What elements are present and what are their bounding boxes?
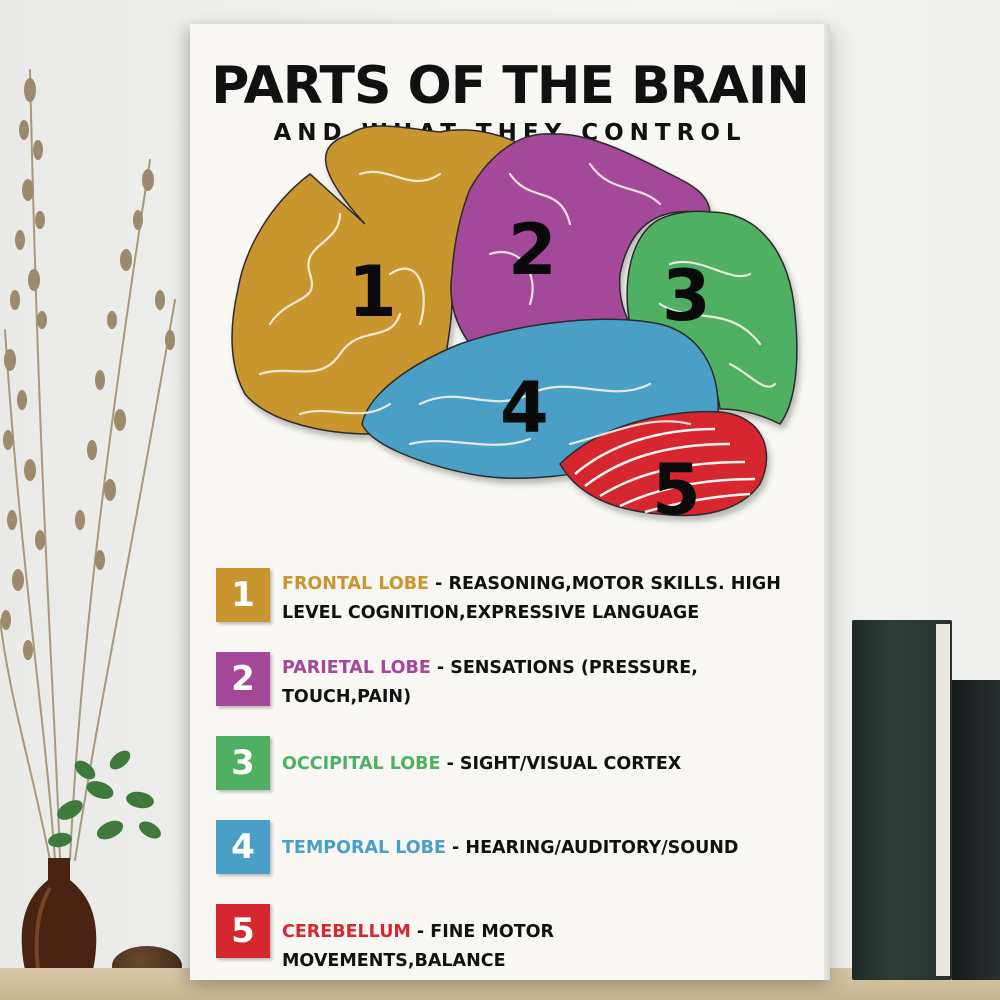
lobe-number-5: 5 — [652, 449, 701, 531]
legend-item-temporal: 4 TEMPORAL LOBE - HEARING/AUDITORY/SOUND — [216, 820, 782, 874]
book-pages — [936, 624, 950, 976]
dried-flowers-decoration — [0, 69, 176, 861]
legend-badge: 2 — [216, 652, 270, 706]
legend-lobe-name: PARIETAL LOBE — [282, 658, 431, 678]
book-dark — [952, 680, 1000, 980]
brain-diagram: 1 2 3 4 5 — [231, 125, 798, 531]
legend-lobe-name: CEREBELLUM — [282, 922, 411, 942]
lobe-number-4: 4 — [500, 367, 549, 449]
legend-lobe-name: FRONTAL LOBE — [282, 574, 430, 594]
books — [840, 620, 1000, 980]
lobe-parietal — [450, 133, 711, 345]
legend-lobe-name: TEMPORAL LOBE — [282, 838, 446, 858]
legend-lobe-description: - SENSATIONS (PRESSURE, TOUCH,PAIN) — [282, 658, 698, 707]
lobe-number-2: 2 — [508, 209, 557, 291]
legend-lobe-description: - FINE MOTOR MOVEMENTS,BALANCE — [282, 922, 555, 971]
legend-item-occipital: 3 OCCIPITAL LOBE - SIGHT/VISUAL CORTEX — [216, 736, 782, 790]
legend-item-frontal: 1 FRONTAL LOBE - REASONING,MOTOR SKILLS.… — [216, 568, 782, 628]
poster-title: PARTS OF THE BRAIN — [211, 56, 810, 116]
legend-lobe-description: - HEARING/AUDITORY/SOUND — [445, 838, 739, 858]
lobe-number-1: 1 — [348, 251, 397, 333]
poster-edge — [824, 24, 830, 980]
legend-lobe-description: - SIGHT/VISUAL CORTEX — [440, 754, 682, 774]
legend-badge: 4 — [216, 820, 270, 874]
legend-badge: 3 — [216, 736, 270, 790]
legend-lobe-description: - REASONING,MOTOR SKILLS. HIGH LEVEL COG… — [282, 574, 781, 623]
brown-vase — [21, 858, 97, 1000]
brain-poster: PARTS OF THE BRAIN AND WHAT THEY CONTROL — [190, 24, 830, 980]
legend-item-parietal: 2 PARIETAL LOBE - SENSATIONS (PRESSURE, … — [216, 652, 782, 712]
legend-item-cerebellum: 5 CEREBELLUM - FINE MOTOR MOVEMENTS,BALA… — [216, 904, 782, 976]
lobe-number-3: 3 — [662, 255, 711, 337]
legend-badge: 5 — [216, 904, 270, 958]
legend-lobe-name: OCCIPITAL LOBE — [282, 754, 441, 774]
legend-badge: 1 — [216, 568, 270, 622]
book-green — [852, 620, 952, 980]
